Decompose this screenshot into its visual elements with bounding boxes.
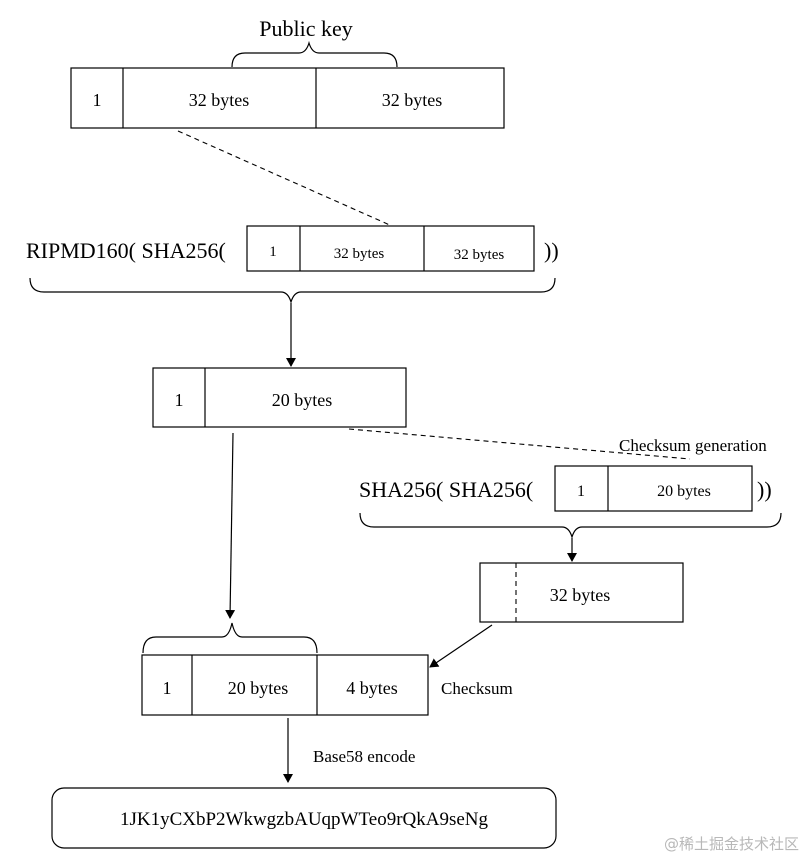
checksum-input-payload-cell: 20 bytes [657,483,711,500]
final-checksum-cell: 4 bytes [346,678,398,698]
checksum-prefix-text: SHA256( SHA256( [359,477,533,502]
ripemd-brace [29,277,556,305]
checksum-input-prefix-cell: 1 [577,483,585,500]
final-prefix-cell: 1 [163,678,172,698]
double-hash-label: 32 bytes [550,585,611,605]
public-key-dashed-connector [177,130,393,227]
ripemd-suffix-text: )) [544,238,559,263]
public-key-x-cell: 32 bytes [189,90,250,110]
double-hash-box [479,562,684,623]
final-concat-brace [142,622,318,654]
final-concat-box [141,654,429,716]
arrow-hash160-to-final [225,432,236,619]
checksum-side-label: Checksum [441,679,513,698]
checksum-dashed-connector [348,428,691,460]
watermark-text: @稀土掘金技术社区 [664,835,799,853]
address-group: 1JK1yCXbP2WkwgzbAUqpWTeo9rQkA9seNg [51,787,557,849]
public-key-y-cell: 32 bytes [382,90,443,110]
hash160-group: 1 20 bytes [152,367,407,428]
hash160-prefix-cell: 1 [175,390,184,410]
address-box [51,787,557,849]
base58-encode-label: Base58 encode [313,747,415,766]
arrow-to-checksum-cell [429,624,493,668]
ripemd-step-group: RIPMD160( SHA256( 1 32 bytes 32 bytes )) [26,225,559,305]
hash160-payload-cell: 20 bytes [272,390,333,410]
ripemd-x-cell: 32 bytes [334,246,385,262]
public-key-brace [231,40,398,68]
hash160-box [152,367,407,428]
final-payload-cell: 20 bytes [228,678,289,698]
public-key-box [70,67,505,129]
checksum-input-box [554,465,753,512]
final-concat-group: 1 20 bytes 4 bytes Checksum [141,622,513,716]
ripemd-prefix-cell: 1 [269,244,277,260]
public-key-title: Public key [259,16,353,41]
checksum-generation-caption: Checksum generation [619,436,767,455]
double-hash-group: 32 bytes [479,562,684,623]
ripemd-prefix-text: RIPMD160( SHA256( [26,238,226,263]
public-key-prefix-cell: 1 [93,90,102,110]
checksum-brace [359,512,782,540]
checksum-step-group: SHA256( SHA256( 1 20 bytes )) [359,465,782,540]
address-text: 1JK1yCXbP2WkwgzbAUqpWTeo9rQkA9seNg [120,809,489,830]
checksum-suffix-text: )) [757,477,772,502]
public-key-group: Public key 1 32 bytes 32 bytes [70,16,505,129]
ripemd-input-box [246,225,535,272]
ripemd-y-cell: 32 bytes [454,247,505,263]
